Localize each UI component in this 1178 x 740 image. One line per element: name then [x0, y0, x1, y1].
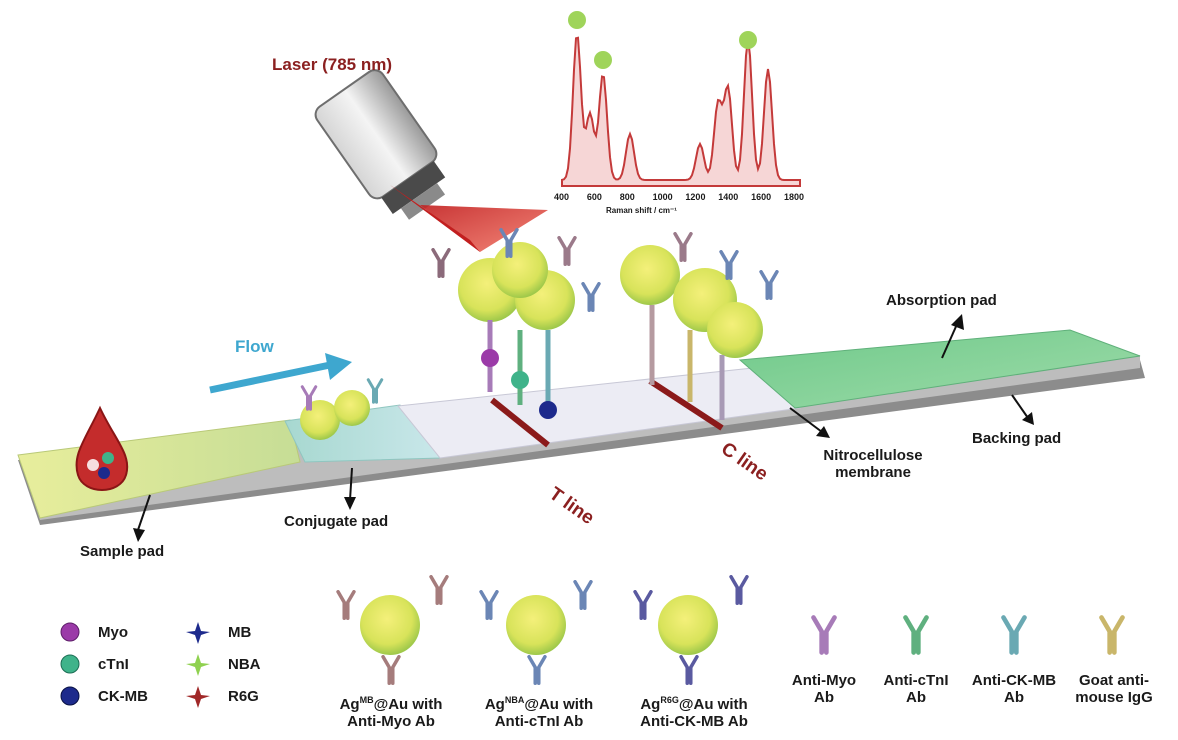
absorption-pad-label: Absorption pad [886, 292, 997, 309]
spectrum-tick: 800 [619, 192, 635, 202]
legend-r6g: R6G [228, 688, 259, 705]
legend-ctni: cTnI [98, 656, 129, 673]
spectrum-tick: 1800 [784, 192, 805, 202]
flow-label: Flow [235, 337, 274, 356]
nanotag-mb-label: AgMB@Au with Anti-Myo Ab [339, 695, 443, 730]
nanotag-r6g-label: AgR6G@Au with Anti-CK-MB Ab [640, 695, 748, 730]
nanotag-nba-label: AgNBA@Au with Anti-cTnI Ab [484, 695, 594, 730]
conjugate-pad-label: Conjugate pad [284, 513, 389, 530]
backing-pad-label: Backing pad [972, 430, 1062, 447]
spectrum-xlabel: Raman shift / cm⁻¹ [606, 206, 677, 215]
legend-nba: NBA [228, 656, 261, 673]
legend-mb: MB [228, 624, 252, 641]
spectrum-tick: 600 [586, 192, 602, 202]
spectrum-tick: 1400 [718, 192, 739, 202]
laser-label: Laser (785 nm) [272, 55, 392, 74]
spectrum-tick: 1000 [652, 192, 673, 202]
spectrum-tick: 1600 [751, 192, 772, 202]
legend-myo: Myo [98, 624, 128, 641]
nitrocellulose-label: Nitrocellulose membrane [808, 447, 938, 481]
legend-ckmb: CK-MB [98, 688, 148, 705]
nitrocellulose-label-line2: membrane [835, 464, 911, 481]
nitrocellulose-label-line1: Nitrocellulose [823, 447, 923, 464]
spectrum-tick: 1200 [685, 192, 706, 202]
sample-pad-label: Sample pad [80, 543, 165, 560]
spectrum-tick: 400 [554, 192, 570, 202]
antibody-goat-igg-label: Goat anti-mouse IgG [1075, 672, 1153, 706]
